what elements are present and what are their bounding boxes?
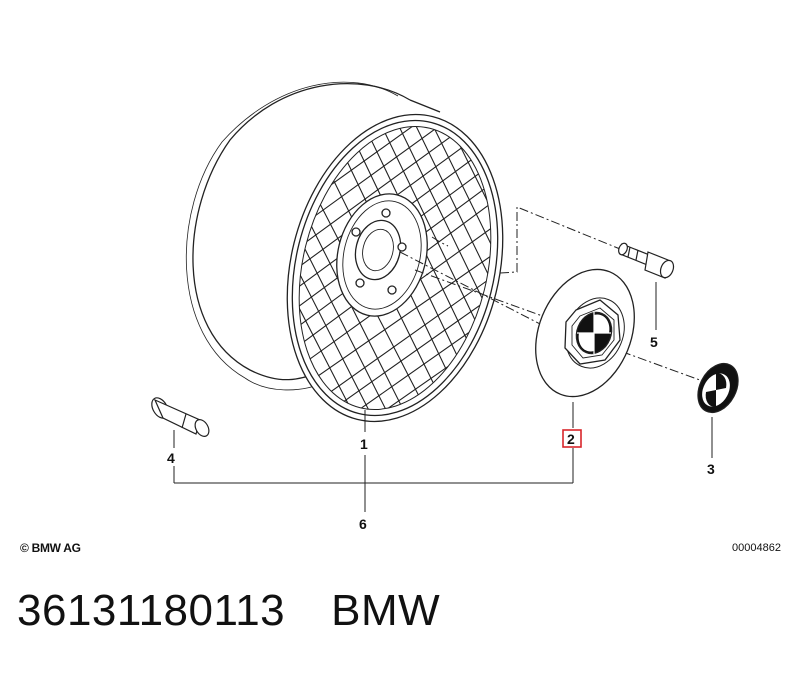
center-cap xyxy=(535,268,635,398)
leader-lines xyxy=(173,282,713,512)
part-caption: 36131180113 BMW xyxy=(17,586,440,636)
tire-valve xyxy=(151,397,210,437)
wheel-bolt xyxy=(618,242,675,279)
callout-1: 1 xyxy=(360,436,368,452)
callout-4: 4 xyxy=(167,450,175,466)
diagram-id: 00004862 xyxy=(732,542,781,554)
bmw-emblem xyxy=(697,362,739,414)
wheel-hub xyxy=(336,193,428,317)
part-number: 36131180113 xyxy=(17,586,286,635)
copyright-notice: © BMW AG xyxy=(20,541,81,555)
callout-2-highlight xyxy=(562,429,582,448)
brand-name: BMW xyxy=(331,586,441,635)
callout-2: 2 xyxy=(567,431,575,447)
callout-6: 6 xyxy=(359,516,367,532)
callout-5: 5 xyxy=(650,334,658,350)
callout-3: 3 xyxy=(707,461,715,477)
